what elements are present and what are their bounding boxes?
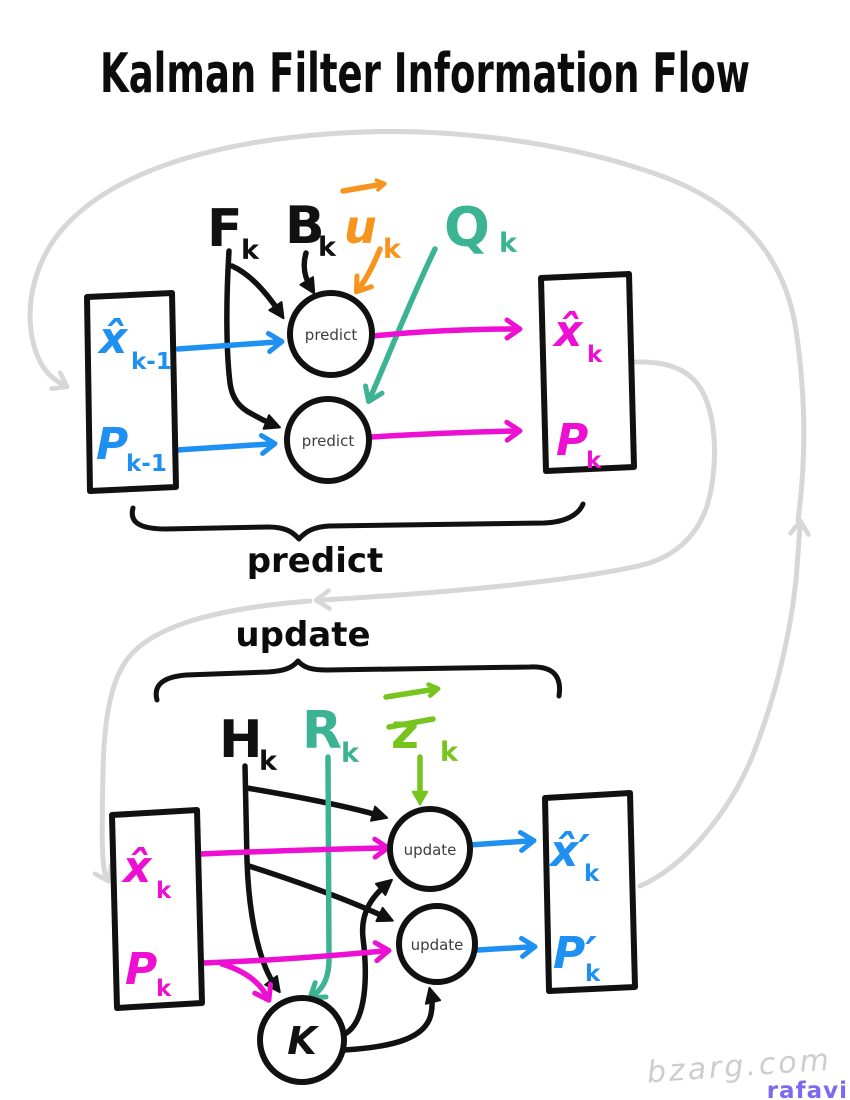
predicted-x-subscript: k	[587, 342, 603, 368]
update-to-xprime-arrow	[466, 829, 537, 853]
update-overbrace	[153, 658, 563, 703]
outer-loop-top-arc	[27, 129, 807, 523]
prev-P-subscript: k-1	[126, 451, 167, 477]
update-arrows	[198, 682, 538, 1003]
predict-to-Pk-arrow	[368, 419, 523, 443]
predict-to-xk-arrow	[371, 317, 523, 341]
posterior-x-label: x̂′	[548, 826, 590, 877]
update-to-Pprime-arrow	[475, 935, 538, 959]
R-symbol: R	[302, 701, 342, 761]
outer-loop-rise-arrow	[637, 518, 811, 889]
bottom-update-node	[396, 903, 478, 985]
update-section-label: update	[235, 615, 370, 655]
state-labels: x̂ k-1 P k-1 x̂ k P k x̂ k P k x̂′ k P′ …	[96, 306, 603, 1002]
prior-x-label: x̂	[121, 842, 153, 893]
Pk-to-K-arrow	[219, 961, 274, 1003]
watermark-signature: rafavi	[767, 1078, 848, 1100]
mid-loop-left-drop	[92, 598, 313, 884]
prev-state-box	[84, 290, 179, 494]
u-subscript: k	[383, 234, 402, 265]
z-strike	[386, 716, 436, 730]
K-to-bottom-update-line	[341, 986, 442, 1053]
top-predict-node-label: predict	[305, 326, 358, 344]
watermark: bzarg.com rafavi	[646, 1043, 848, 1100]
process-nodes: predict predict update update K	[257, 290, 478, 1085]
u-symbol: u	[344, 200, 377, 254]
kalman-gain-node	[257, 995, 347, 1085]
B-symbol: B	[285, 196, 325, 256]
update-inputs: H k R k z k	[219, 701, 459, 777]
predict-section-label: predict	[247, 541, 384, 581]
H-symbol: H	[219, 710, 263, 770]
Q-symbol: Q	[444, 196, 490, 259]
diagram-title: Kalman Filter Information Flow	[100, 42, 750, 105]
prev-P-label: P	[96, 419, 128, 470]
top-predict-node	[287, 290, 375, 378]
F-to-top-predict-line	[229, 263, 285, 320]
prior-P-label: P	[125, 944, 157, 995]
B-to-top-predict-line	[299, 250, 316, 295]
predict-inputs: F k B k u k Q k	[207, 196, 518, 266]
prior-x-subscript: k	[156, 878, 172, 904]
predicted-P-subscript: k	[586, 448, 602, 474]
xk-to-top-update-arrow	[198, 836, 391, 860]
H-to-K-line	[242, 763, 281, 994]
bottom-predict-node-label: predict	[302, 432, 355, 450]
state-boxes	[84, 271, 638, 1011]
Pprev-to-predict-arrow	[174, 432, 278, 456]
R-subscript: k	[341, 738, 360, 769]
predicted-state-box	[538, 271, 637, 474]
z-symbol: z	[391, 704, 419, 760]
B-subscript: k	[318, 232, 337, 263]
xprev-to-predict-arrow	[175, 331, 285, 354]
predict-connectors	[224, 248, 316, 430]
prior-P-subscript: k	[156, 976, 172, 1002]
F-symbol: F	[207, 199, 243, 259]
Q-to-bottom-predict-arrow	[363, 246, 438, 405]
Pk-to-bottom-update-arrow	[200, 940, 392, 966]
kalman-gain-label: K	[287, 1019, 319, 1063]
z-subscript: k	[440, 737, 459, 768]
posterior-x-subscript: k	[584, 861, 600, 887]
predicted-x-label: x̂	[552, 306, 584, 357]
F-subscript: k	[241, 235, 260, 266]
H-subscript: k	[259, 746, 278, 777]
top-update-node-label: update	[404, 841, 457, 859]
feedback-loops	[27, 129, 811, 889]
prior-state-box	[109, 807, 205, 1011]
bottom-update-node-label: update	[411, 936, 464, 954]
prev-x-subscript: k-1	[131, 349, 172, 375]
posterior-state-box	[542, 790, 638, 994]
predicted-P-label: P	[556, 415, 588, 466]
posterior-P-label: P′	[553, 928, 597, 979]
u-vector-bar	[340, 178, 387, 194]
R-to-K-arrow	[307, 754, 332, 1001]
mid-loop-right-hook	[313, 359, 717, 611]
top-update-node	[387, 806, 473, 892]
K-to-top-update-line	[337, 878, 393, 1039]
predict-underbrace	[129, 501, 586, 542]
F-to-bottom-predict-line	[224, 248, 281, 430]
H-to-top-update-line	[244, 785, 389, 822]
u-to-top-predict-arrow	[353, 246, 383, 295]
prev-x-label: x̂	[97, 313, 129, 364]
Q-subscript: k	[499, 228, 518, 259]
predict-arrows	[174, 178, 523, 456]
section-braces	[129, 501, 586, 703]
posterior-P-subscript: k	[585, 961, 601, 987]
bottom-predict-node	[284, 396, 372, 484]
z-vector-bar	[383, 682, 441, 700]
